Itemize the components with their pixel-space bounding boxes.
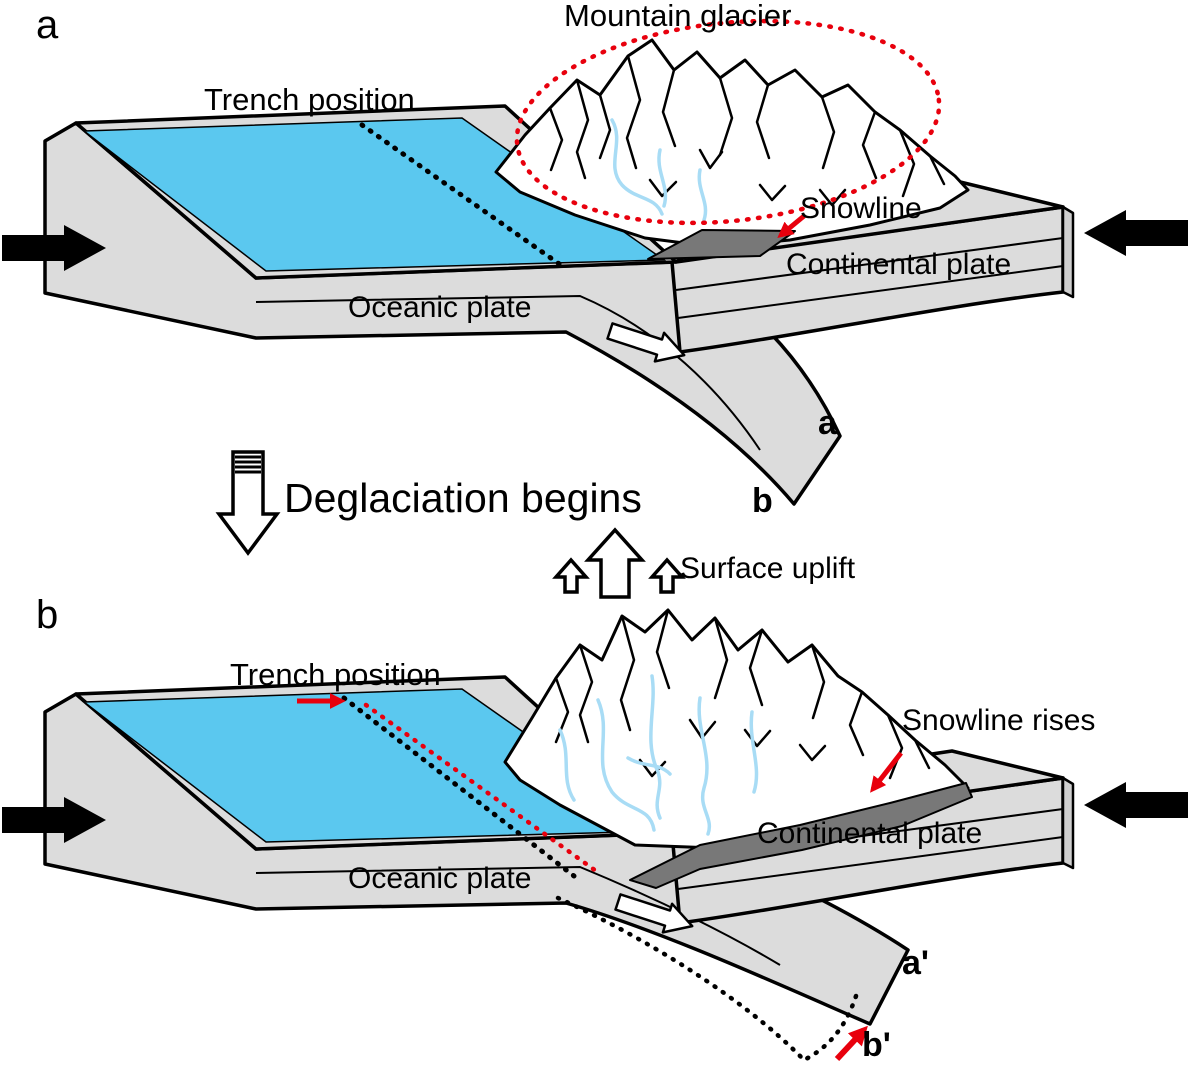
snowline-arrow-a [777, 214, 806, 239]
deglaciation-label: Deglaciation begins [284, 475, 642, 521]
trench-dotted-line-a [359, 122, 568, 271]
continental-front-face-a [670, 205, 1065, 354]
surface-uplift-label: Surface uplift [680, 552, 856, 585]
glacier-ellipse [514, 18, 942, 226]
meltwater-rivers-b [558, 674, 759, 836]
panel-b-letter: b [36, 593, 59, 637]
continental-front-face-b [670, 776, 1065, 925]
slab-point-b-prime-label: b' [862, 1026, 891, 1064]
uplift-arrow-main [584, 527, 646, 599]
slab-point-a-label: a [818, 404, 837, 442]
oceanic-plate-label-b: Oceanic plate [348, 862, 532, 895]
snowline-rises-label: Snowline rises [902, 704, 1096, 737]
trench-dotted-line-red [363, 702, 599, 874]
uplift-arrow-right [648, 557, 686, 594]
slab-motion-arrow-a [606, 322, 686, 363]
panel-b-diagram [2, 608, 1188, 1062]
trench-position-label-a: Trench position [204, 82, 415, 117]
compression-arrow-right-b [1084, 782, 1188, 828]
old-slab-dotted-lower [555, 895, 805, 1061]
compression-arrow-right-a [1084, 210, 1188, 256]
continental-plate-label-b: Continental plate [757, 817, 983, 850]
mountain-glacier-label: Mountain glacier [564, 0, 792, 33]
glacier-rivers-a [610, 118, 708, 222]
slab-point-a-prime-label: a' [902, 944, 929, 982]
uplift-arrow-left [552, 557, 590, 594]
mountain-ridges-a [548, 54, 946, 207]
continental-layer-line2-b [677, 836, 1064, 890]
compression-arrow-left-a [2, 225, 106, 271]
transition-arrows [215, 450, 686, 599]
right-end-face-b [1061, 776, 1075, 870]
continental-layer-line1-a [675, 237, 1064, 291]
snowline-label-a: Snowline [800, 192, 922, 225]
down-arrow-stripes [235, 455, 261, 474]
continental-plate-label-a: Continental plate [786, 248, 1012, 281]
trench-position-label-b: Trench position [230, 657, 441, 692]
continental-layer-line2-a [677, 265, 1064, 319]
compression-arrow-left-b [2, 797, 106, 843]
oceanic-plate-label-a: Oceanic plate [348, 291, 532, 324]
slab-motion-arrow-b [614, 893, 694, 934]
snowline-band-b [629, 782, 973, 889]
snowline-arrow-b [870, 751, 903, 793]
oceanic-layer-line-a [255, 294, 761, 451]
right-end-face-a [1061, 205, 1075, 299]
panel-a-diagram [2, 18, 1188, 506]
snowline-band-a [647, 229, 796, 260]
trench-dotted-line-b [341, 695, 577, 879]
slab-rebound-arrow [834, 1025, 868, 1062]
panel-a-letter: a [36, 3, 59, 47]
deglaciation-down-arrow [215, 450, 281, 556]
slab-point-b-label: b [752, 482, 773, 520]
old-slab-dotted-tip [803, 993, 859, 1062]
